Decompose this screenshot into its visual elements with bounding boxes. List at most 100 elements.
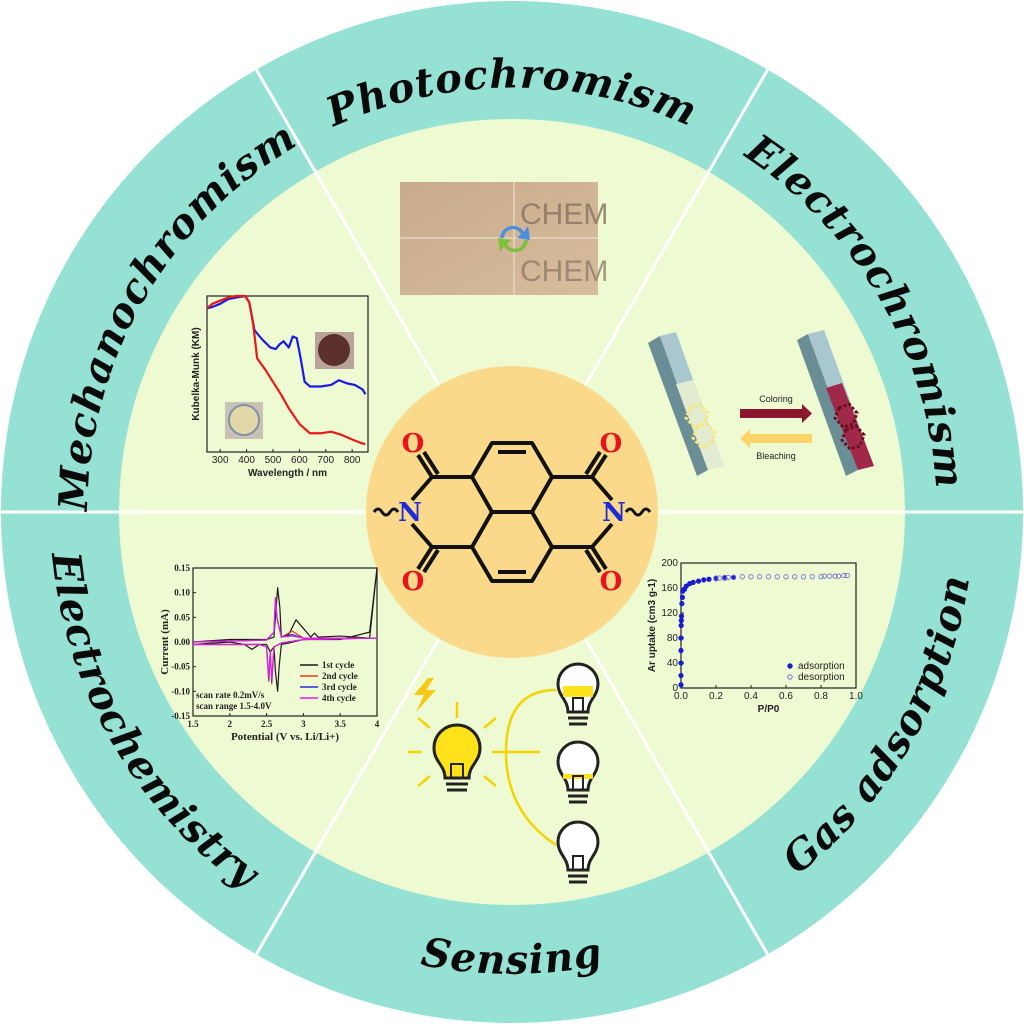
data-point-desorption <box>730 574 737 580</box>
data-point-adsorption <box>701 577 707 583</box>
x-tick-label: 0.2 <box>709 691 723 702</box>
x-tick-label: 0.8 <box>814 691 828 702</box>
data-point-adsorption <box>706 576 712 582</box>
atom-n-left: N <box>398 498 422 528</box>
bulb-filament <box>572 775 584 790</box>
legend-label: 2nd cycle <box>322 671 358 681</box>
legend-marker <box>787 663 793 669</box>
annotation: scan range 1.5-4.0V <box>196 701 272 711</box>
y-tick-label: -0.05 <box>171 662 190 672</box>
data-point-desorption <box>739 574 745 580</box>
y-tick-label: 120 <box>661 608 678 619</box>
x-tick-label: 2 <box>228 719 233 729</box>
y-tick-label: 0.00 <box>174 637 190 647</box>
bleaching-label: Bleaching <box>756 451 796 461</box>
y-tick-label: 0.15 <box>174 563 190 573</box>
x-axis-label: P/P0 <box>758 704 780 715</box>
x-tick-label: 2.5 <box>261 719 273 729</box>
data-point-desorption <box>722 574 728 580</box>
data-point-desorption <box>725 574 731 580</box>
x-tick-label: 700 <box>317 455 334 466</box>
data-point-adsorption <box>678 613 685 619</box>
chem-text-top: CHEM <box>520 198 608 231</box>
x-tick-label: 0.0 <box>674 691 688 702</box>
coloring-arrow <box>740 404 812 423</box>
lightning-icon <box>414 678 436 712</box>
molecule-atoms: O O O O N N <box>398 429 626 597</box>
legend-label: 3rd cycle <box>322 682 357 692</box>
data-point-desorption <box>821 573 828 579</box>
x-axis-label: Wavelength / nm <box>248 468 327 479</box>
x-tick-label: 0.4 <box>744 691 758 702</box>
legend-label: adsorption <box>798 661 845 672</box>
x-tick-label: 4 <box>375 719 380 729</box>
x-axis-label: Potential (V vs. Li/Li+) <box>231 731 339 743</box>
x-tick-label: 3.5 <box>335 719 347 729</box>
x-tick-label: 400 <box>238 455 255 466</box>
data-point-desorption <box>800 574 807 580</box>
photochromism-photo: CHEM CHEM <box>400 182 608 295</box>
series-line-blue <box>206 294 367 395</box>
data-point-desorption <box>713 575 719 581</box>
x-tick-label: 800 <box>344 455 361 466</box>
series-line-1st cycle <box>192 567 378 692</box>
y-tick-label: 200 <box>661 558 678 569</box>
annotation: scan rate 0.2mV/s <box>196 690 265 700</box>
data-point-desorption <box>765 574 772 580</box>
bulb-lit-icon <box>408 702 506 792</box>
electrochromic-device-colored <box>797 330 874 476</box>
atom-n-right: N <box>602 498 626 528</box>
bulb-icon <box>556 740 600 804</box>
bulb-filament <box>572 697 584 712</box>
data-point-desorption <box>835 573 842 579</box>
series-line-4th cycle <box>192 596 378 680</box>
bulb-fill <box>563 686 593 697</box>
bleaching-arrow <box>740 429 812 448</box>
data-point-desorption <box>774 574 780 580</box>
x-tick-label: 1.5 <box>187 719 199 729</box>
y-tick-label: 160 <box>661 583 678 594</box>
series-line-red <box>206 294 366 446</box>
x-tick-label: 500 <box>265 455 282 466</box>
data-point-desorption <box>832 573 838 579</box>
data-point-desorption <box>841 572 847 579</box>
label-sensing: Sensing <box>418 928 606 984</box>
sensing-illustration <box>408 662 600 884</box>
x-tick-label: 1.0 <box>849 691 863 702</box>
legend-label: 1st cycle <box>322 660 354 670</box>
atom-o-bottom-left: O <box>402 567 425 597</box>
x-tick-label: 3 <box>301 719 306 729</box>
y-tick-label: 0.05 <box>174 612 190 622</box>
legend-label: desorption <box>798 672 845 683</box>
data-point-adsorption <box>678 682 684 688</box>
data-point-desorption <box>792 574 798 580</box>
data-point-adsorption <box>690 579 696 585</box>
data-point-adsorption <box>683 583 689 589</box>
y-tick-label: 0.10 <box>174 588 190 598</box>
data-point-adsorption <box>679 594 686 600</box>
data-point-desorption <box>844 572 850 579</box>
bulb-icon <box>556 662 600 726</box>
data-point-adsorption <box>679 601 685 607</box>
data-point-desorption <box>716 575 723 581</box>
refresh-cycle-icon <box>498 225 530 253</box>
y-axis-label: Kubelka-Munk (KM) <box>191 327 202 420</box>
x-tick-label: 600 <box>291 455 308 466</box>
data-point-adsorption <box>695 578 702 584</box>
data-point-desorption <box>748 574 754 580</box>
data-point-desorption <box>809 574 815 580</box>
atom-o-top-right: O <box>600 429 623 459</box>
y-axis-label: Ar uptake (cm3 g-1) <box>647 579 658 672</box>
mechano-sample-photos <box>225 332 354 439</box>
chem-text-bottom: CHEM <box>520 255 608 288</box>
y-axis-label: Current (mA) <box>159 609 171 675</box>
data-point-adsorption <box>678 647 684 654</box>
data-point-adsorption <box>678 635 684 641</box>
ndi-molecule <box>372 441 652 583</box>
data-point-desorption <box>757 574 763 580</box>
bulb-glass <box>556 820 600 872</box>
data-point-adsorption <box>678 660 684 666</box>
